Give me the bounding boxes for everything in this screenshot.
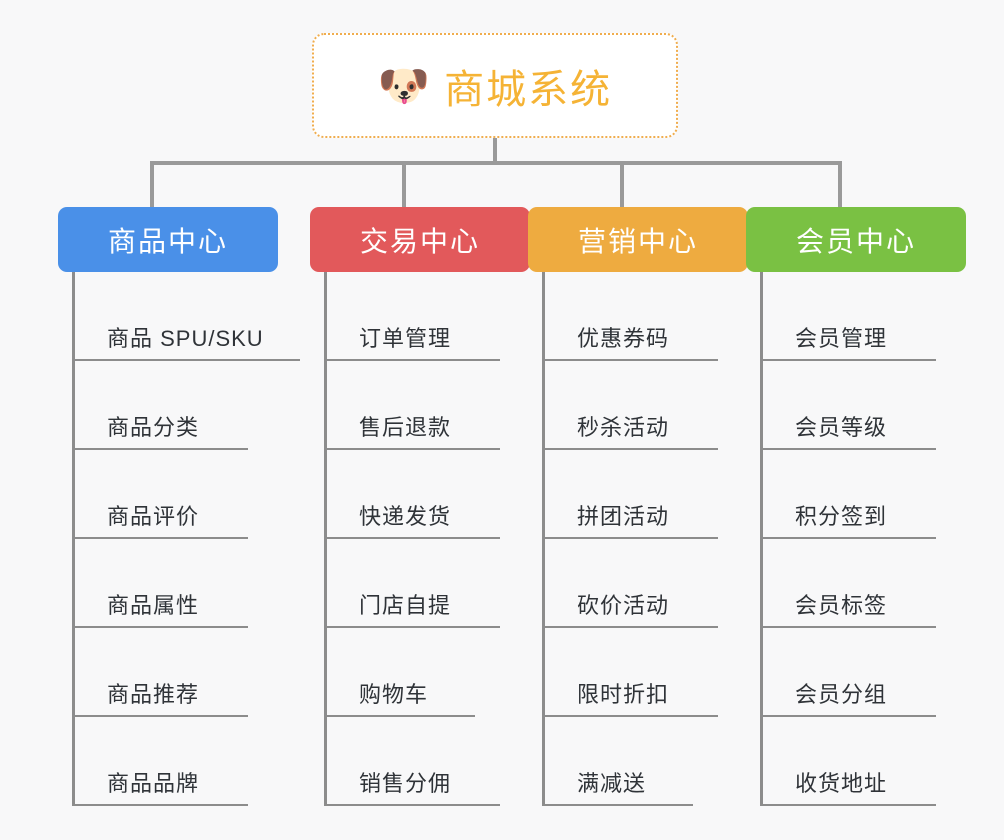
list-item[interactable]: 会员标签 bbox=[763, 539, 936, 628]
list-item-label: 订单管理 bbox=[359, 326, 452, 351]
branch-header-trade-center[interactable]: 交易中心 bbox=[310, 207, 530, 272]
list-item-label: 商品推荐 bbox=[107, 682, 200, 707]
list-item-label: 满减送 bbox=[577, 771, 647, 796]
connector-root-stub bbox=[493, 138, 497, 164]
list-item-label: 积分签到 bbox=[795, 504, 888, 529]
list-item-label: 会员管理 bbox=[795, 326, 888, 351]
root-node[interactable]: 🐶 商城系统 bbox=[312, 33, 678, 138]
list-item[interactable]: 购物车 bbox=[327, 628, 475, 717]
connector-drop-2 bbox=[402, 161, 406, 208]
list-item[interactable]: 商品 SPU/SKU bbox=[75, 272, 300, 361]
list-item-label: 限时折扣 bbox=[577, 682, 670, 707]
list-item-label: 商品分类 bbox=[107, 415, 200, 440]
list-item-label: 购物车 bbox=[359, 682, 429, 707]
list-item[interactable]: 积分签到 bbox=[763, 450, 936, 539]
branch-header-product-center[interactable]: 商品中心 bbox=[58, 207, 278, 272]
list-item[interactable]: 会员管理 bbox=[763, 272, 936, 361]
list-item[interactable]: 会员分组 bbox=[763, 628, 936, 717]
list-item[interactable]: 拼团活动 bbox=[545, 450, 718, 539]
connector-drop-4 bbox=[838, 161, 842, 208]
dog-face-icon: 🐶 bbox=[377, 61, 431, 109]
connector-drop-3 bbox=[620, 161, 624, 208]
list-item[interactable]: 收货地址 bbox=[763, 717, 936, 806]
root-title: 商城系统 bbox=[444, 67, 613, 112]
branch-items-marketing-center: 优惠券码 秒杀活动 拼团活动 砍价活动 限时折扣 满减送 bbox=[542, 272, 748, 806]
list-item[interactable]: 会员等级 bbox=[763, 361, 936, 450]
connector-horizontal-bar bbox=[150, 161, 842, 165]
list-item[interactable]: 商品评价 bbox=[75, 450, 248, 539]
list-item-label: 优惠券码 bbox=[577, 326, 670, 351]
list-item[interactable]: 订单管理 bbox=[327, 272, 500, 361]
list-item[interactable]: 砍价活动 bbox=[545, 539, 718, 628]
list-item-label: 快递发货 bbox=[359, 504, 452, 529]
branch-items-trade-center: 订单管理 售后退款 快递发货 门店自提 购物车 销售分佣 bbox=[324, 272, 530, 806]
list-item[interactable]: 满减送 bbox=[545, 717, 693, 806]
list-item-label: 会员分组 bbox=[795, 682, 888, 707]
branch-trade-center: 交易中心 订单管理 售后退款 快递发货 门店自提 购物车 销售分佣 bbox=[310, 207, 530, 806]
branch-items-product-center: 商品 SPU/SKU 商品分类 商品评价 商品属性 商品推荐 商品品牌 bbox=[72, 272, 300, 806]
list-item-label: 会员等级 bbox=[795, 415, 888, 440]
branch-header-member-center[interactable]: 会员中心 bbox=[746, 207, 966, 272]
branch-header-label: 营销中心 bbox=[577, 225, 698, 257]
list-item-label: 商品属性 bbox=[107, 593, 200, 618]
list-item[interactable]: 商品分类 bbox=[75, 361, 248, 450]
branch-header-label: 交易中心 bbox=[359, 225, 480, 257]
list-item-label: 销售分佣 bbox=[359, 771, 452, 796]
list-item[interactable]: 销售分佣 bbox=[327, 717, 500, 806]
list-item-label: 秒杀活动 bbox=[577, 415, 670, 440]
list-item[interactable]: 商品属性 bbox=[75, 539, 248, 628]
branch-member-center: 会员中心 会员管理 会员等级 积分签到 会员标签 会员分组 收货地址 bbox=[746, 207, 966, 806]
list-item[interactable]: 限时折扣 bbox=[545, 628, 718, 717]
list-item-label: 砍价活动 bbox=[577, 593, 670, 618]
connector-drop-1 bbox=[150, 161, 154, 208]
list-item[interactable]: 商品品牌 bbox=[75, 717, 248, 806]
list-item-label: 商品评价 bbox=[107, 504, 200, 529]
list-item-label: 收货地址 bbox=[795, 771, 888, 796]
list-item[interactable]: 售后退款 bbox=[327, 361, 500, 450]
list-item-label: 商品品牌 bbox=[107, 771, 200, 796]
branch-product-center: 商品中心 商品 SPU/SKU 商品分类 商品评价 商品属性 商品推荐 商品品牌 bbox=[58, 207, 300, 806]
list-item-label: 会员标签 bbox=[795, 593, 888, 618]
branch-marketing-center: 营销中心 优惠券码 秒杀活动 拼团活动 砍价活动 限时折扣 满减送 bbox=[528, 207, 748, 806]
branch-items-member-center: 会员管理 会员等级 积分签到 会员标签 会员分组 收货地址 bbox=[760, 272, 966, 806]
list-item-label: 商品 SPU/SKU bbox=[107, 326, 264, 351]
list-item-label: 售后退款 bbox=[359, 415, 452, 440]
list-item[interactable]: 门店自提 bbox=[327, 539, 500, 628]
branch-header-label: 商品中心 bbox=[107, 225, 228, 257]
list-item-label: 门店自提 bbox=[359, 593, 452, 618]
list-item-label: 拼团活动 bbox=[577, 504, 670, 529]
list-item[interactable]: 秒杀活动 bbox=[545, 361, 718, 450]
list-item[interactable]: 商品推荐 bbox=[75, 628, 248, 717]
list-item[interactable]: 优惠券码 bbox=[545, 272, 718, 361]
branch-header-label: 会员中心 bbox=[795, 225, 916, 257]
branch-header-marketing-center[interactable]: 营销中心 bbox=[528, 207, 748, 272]
list-item[interactable]: 快递发货 bbox=[327, 450, 500, 539]
